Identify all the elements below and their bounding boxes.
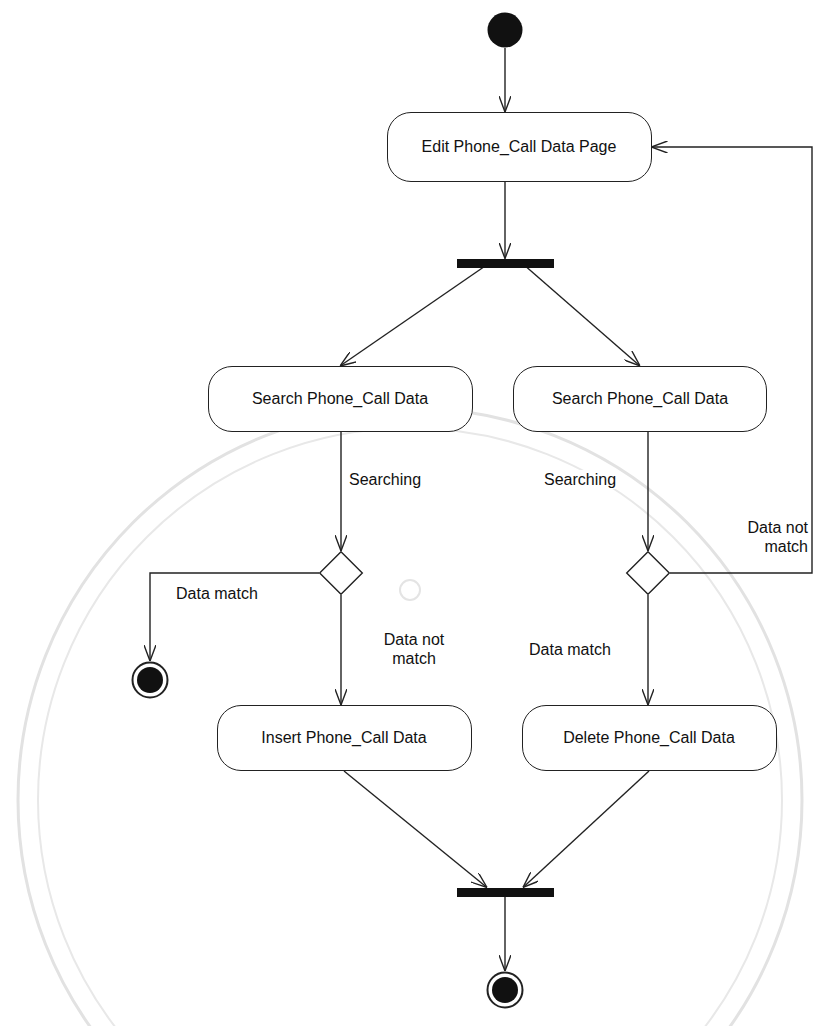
diamond-shape — [319, 551, 363, 595]
final-shape — [131, 661, 169, 699]
diamond-outline — [320, 552, 363, 595]
final-ring — [133, 663, 168, 698]
control-flow — [652, 147, 813, 573]
guard-label: Searching — [347, 470, 423, 489]
final-dot — [137, 667, 163, 693]
action-box: Search Phone_Call Data — [513, 366, 767, 432]
control-flow — [523, 771, 649, 888]
final-shape — [486, 971, 524, 1009]
control-flow — [504, 48, 505, 112]
join-bar — [457, 888, 554, 897]
control-flow — [344, 771, 487, 888]
action-label: Insert Phone_Call Data — [261, 729, 426, 747]
guard-label: Data match — [174, 584, 260, 603]
final-ring — [488, 973, 523, 1008]
control-flow — [527, 268, 640, 367]
initial-node — [487, 12, 523, 48]
final-node — [486, 971, 524, 1009]
guard-label: Data not match — [728, 518, 810, 556]
action-box: Delete Phone_Call Data — [522, 705, 777, 771]
start-dot — [488, 13, 523, 48]
control-flow — [504, 182, 505, 259]
control-flow — [647, 432, 648, 551]
control-flow — [340, 268, 483, 367]
action-box: Edit Phone_Call Data Page — [387, 112, 652, 182]
guard-label: Searching — [542, 470, 618, 489]
control-flow — [340, 432, 341, 551]
guard-label: Data match — [527, 640, 613, 659]
control-flow — [340, 595, 341, 705]
action-box: Insert Phone_Call Data — [217, 705, 472, 771]
action-label: Delete Phone_Call Data — [563, 729, 735, 747]
fork-bar — [457, 259, 554, 268]
control-flow — [150, 573, 319, 661]
control-flow — [647, 595, 648, 705]
action-label: Edit Phone_Call Data Page — [422, 138, 617, 156]
guard-label: Data not match — [372, 630, 456, 668]
start-shape — [487, 12, 523, 48]
final-node — [131, 661, 169, 699]
action-label: Search Phone_Call Data — [552, 390, 728, 408]
control-flow — [504, 897, 505, 972]
diamond-shape — [626, 551, 670, 595]
action-label: Search Phone_Call Data — [252, 390, 428, 408]
decision-diamond — [319, 551, 363, 595]
final-dot — [492, 977, 518, 1003]
diamond-outline — [627, 552, 670, 595]
action-box: Search Phone_Call Data — [208, 366, 473, 432]
decision-diamond — [626, 551, 670, 595]
